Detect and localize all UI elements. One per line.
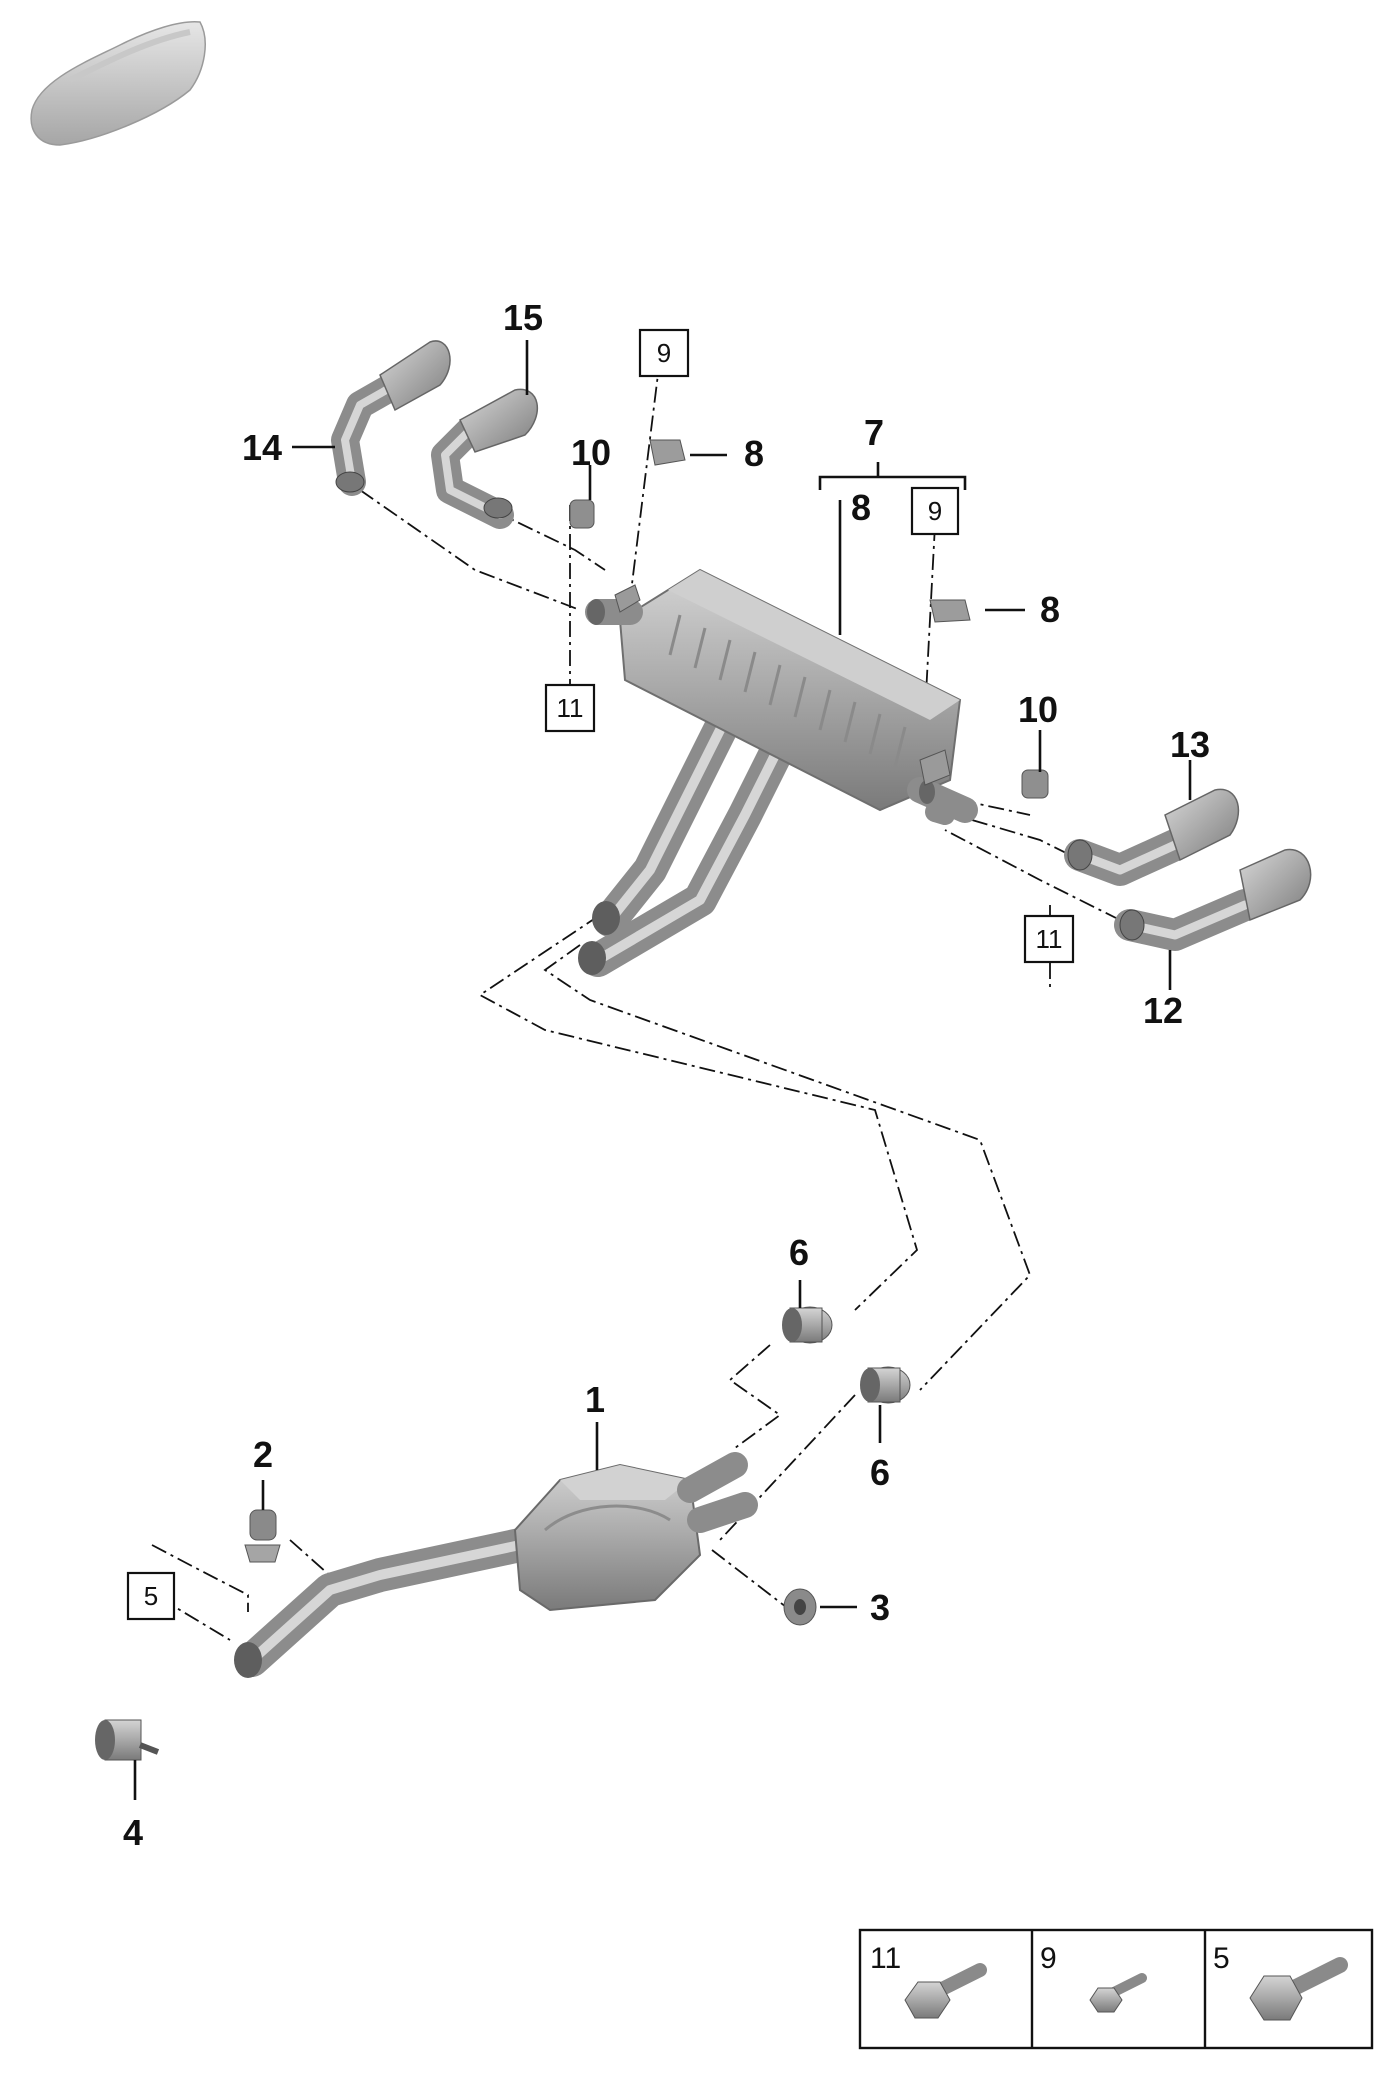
- callout-6-upper: 6: [789, 1232, 809, 1273]
- callout-12: 12: [1143, 990, 1183, 1031]
- legend-number-9: 9: [1040, 1942, 1057, 1975]
- boxed-ref-9-right: 9: [910, 486, 960, 536]
- assembly-lines: [151, 357, 1121, 1641]
- callout-3: 3: [870, 1587, 890, 1628]
- svg-text:9: 9: [928, 496, 942, 526]
- legend-cell-11: 11: [870, 1942, 987, 2019]
- callout-13: 13: [1170, 724, 1210, 765]
- legend-cell-5: 5: [1213, 1942, 1348, 2021]
- tailpipe-right-lower: [1114, 848, 1312, 951]
- vehicle-thumbnail-icon: [30, 21, 206, 146]
- callout-7: 7: [864, 412, 884, 453]
- rubber-mount-3: [783, 1588, 817, 1626]
- callout-15: 15: [503, 297, 543, 338]
- boxed-ref-5: 5: [126, 1571, 176, 1621]
- callout-8-left: 8: [744, 433, 764, 474]
- callout-8-right: 8: [1040, 589, 1060, 630]
- rear-silencer-assembly: [578, 568, 978, 977]
- callout-2: 2: [253, 1434, 273, 1475]
- legend-number-11: 11: [870, 1942, 901, 1975]
- rubber-mount-10-left: [569, 499, 595, 529]
- svg-text:11: 11: [557, 693, 584, 723]
- fastener-legend: 11 9 5: [858, 1928, 1374, 2050]
- callout-6-lower: 6: [870, 1452, 890, 1493]
- mounting-bracket-8-left: [649, 439, 686, 466]
- clamp-6-lower: [860, 1366, 911, 1404]
- boxed-ref-9-left: 9: [638, 328, 690, 378]
- rubber-mount-2: [244, 1509, 281, 1563]
- svg-text:9: 9: [657, 338, 671, 368]
- callout-8-top: 8: [851, 487, 871, 528]
- legend-cell-9: 9: [1040, 1942, 1147, 2013]
- front-silencer: [234, 1452, 758, 1678]
- small-hex-bolt-icon: [1089, 1973, 1147, 2013]
- tailpipe-right-upper: [1064, 788, 1240, 886]
- legend-number-5: 5: [1213, 1942, 1230, 1975]
- tailpipe-left-outer: [331, 340, 451, 496]
- boxed-ref-11-left: 11: [544, 683, 596, 733]
- large-hex-flange-bolt-icon: [1249, 1957, 1348, 2021]
- callout-10-upper: 10: [571, 432, 611, 473]
- svg-text:11: 11: [1036, 924, 1063, 954]
- tailpipe-left-inner: [431, 388, 539, 529]
- callout-10-right: 10: [1018, 689, 1058, 730]
- svg-text:5: 5: [144, 1581, 158, 1611]
- leader-lines: [133, 340, 1192, 1800]
- hex-flange-bolt-icon: [904, 1963, 987, 2019]
- clamp-4: [95, 1719, 160, 1761]
- callout-14: 14: [242, 427, 282, 468]
- rubber-mount-10-right: [1021, 769, 1049, 799]
- clamp-6-upper: [782, 1306, 833, 1344]
- callout-4: 4: [123, 1812, 143, 1853]
- boxed-ref-11-right: 11: [1023, 914, 1075, 964]
- callout-1: 1: [585, 1379, 605, 1420]
- mounting-bracket-8-right: [929, 599, 971, 623]
